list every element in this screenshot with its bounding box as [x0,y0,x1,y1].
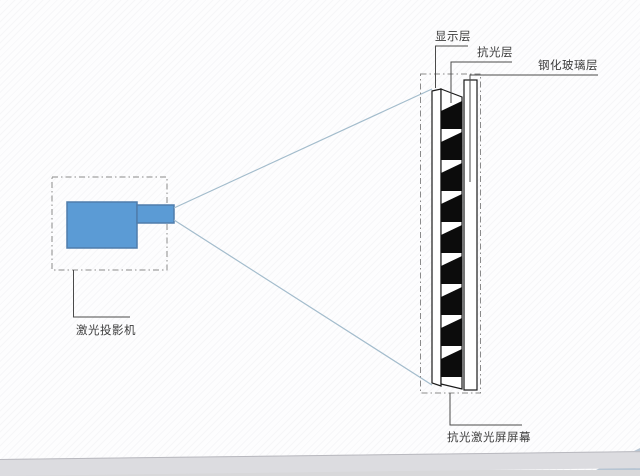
projector-body [66,201,138,249]
anti-light-teeth [441,101,462,377]
display-layer-bar [431,88,442,387]
beam-bottom-line [173,219,433,386]
projector-label: 激光投影机 [76,323,136,337]
display-layer-label: 显示层 [435,29,471,43]
anti-light-layer-leader-line [450,61,512,103]
anti-light-tooth [441,287,462,315]
screen-label: 抗光激光屏屏幕 [447,430,531,444]
anti-light-layer-label: 抗光层 [477,45,513,59]
anti-light-tooth [441,318,462,346]
display-layer-leader-line [435,45,468,88]
projector-leader-line [73,270,130,318]
projector-group [51,176,175,318]
anti-light-tooth [441,225,462,253]
anti-light-tooth [441,132,462,160]
anti-light-tooth [441,101,462,129]
beam-top-line [173,88,433,209]
anti-light-tooth [441,194,462,222]
anti-light-tooth [441,256,462,284]
tempered-glass-layer-label: 钢化玻璃层 [538,58,598,72]
beam-group [173,88,433,386]
tempered-glass-leader-line [469,74,598,182]
screen-leader-line [449,393,522,426]
projector-lens [136,204,175,224]
projector-dashed-box [51,176,168,271]
anti-light-tooth [441,349,462,377]
anti-light-tooth [441,163,462,191]
screen-group [420,45,598,426]
